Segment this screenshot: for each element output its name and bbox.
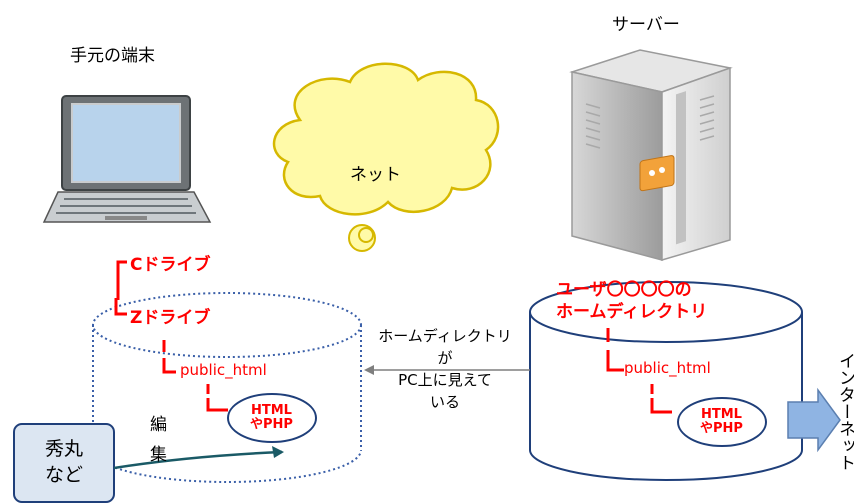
edit-arrow [113,446,284,470]
right-tree-lines [606,328,672,414]
right-html-php-ellipse [677,397,767,447]
home-visible-arrow [364,365,530,375]
internet-arrow [787,387,841,453]
public-html-left-label: public_html [180,361,267,379]
public-html-right-label: public_html [624,359,711,377]
cloud-icon [272,62,500,252]
server-home-label: ユーザ〇〇〇〇の ホームディレクトリ [556,280,708,322]
html-php-right-label: HTML やPHP [700,407,743,436]
net-label: ネット [350,165,401,185]
html-php-left-label: HTML やPHP [250,403,293,432]
local-terminal-label: 手元の端末 [70,46,155,66]
left-tree-lines [114,260,228,412]
c-drive-label: Cドライブ [130,255,211,275]
edit-label: 編 集 [150,415,167,465]
editor-box [13,423,115,503]
left-html-php-ellipse [227,393,317,443]
home-visible-label: ホームディレクトリ が PC上に見えて いる [378,327,512,411]
editor-label: 秀丸 など [44,438,83,486]
z-drive-label: Zドライブ [130,308,211,328]
laptop-icon [42,95,212,223]
internet-label: インターネット [835,352,854,471]
server-label: サーバー [612,15,680,35]
server-icon [569,49,733,262]
